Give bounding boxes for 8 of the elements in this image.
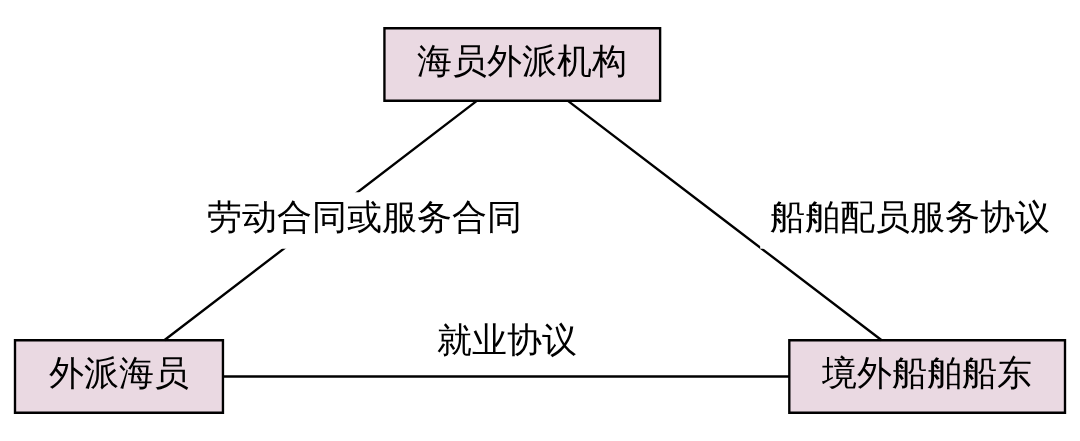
- edge-label: 船舶配员服务协议: [770, 197, 1051, 238]
- node-box: 境外船舶船东: [788, 339, 1067, 414]
- connector: [223, 375, 790, 378]
- edge-label: 就业协议: [436, 320, 577, 361]
- node-box: 海员外派机构: [383, 27, 662, 102]
- connector: [567, 100, 883, 342]
- node-box: 外派海员: [13, 339, 225, 414]
- edge-label: 劳动合同或服务合同: [207, 197, 523, 238]
